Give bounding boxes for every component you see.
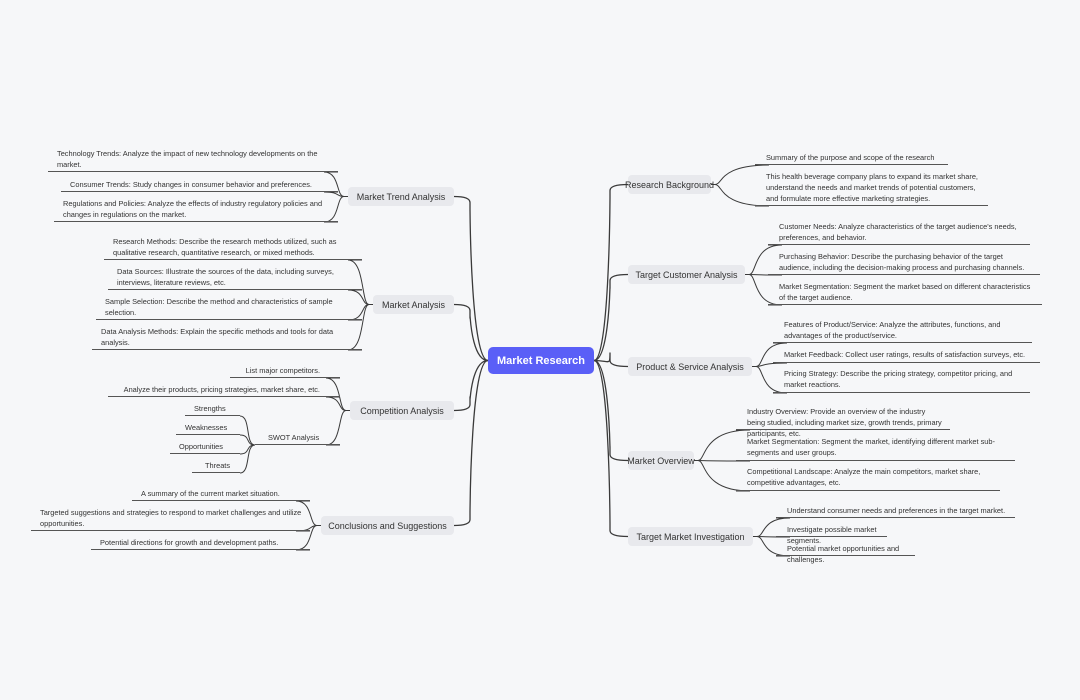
leaf-swot-weaknesses[interactable]: Weaknesses [176,421,240,435]
leaf-swot-threats[interactable]: Threats [192,459,240,473]
leaf-connector [239,415,256,446]
leaf-market-opportunities[interactable]: Potential market opportunities and chall… [776,542,915,564]
leaf-market-segmentation-audience[interactable]: Market Segmentation: Segment the market … [768,280,1042,305]
leaf-data-sources[interactable]: Data Sources: Illustrate the sources of … [108,265,362,290]
leaf-connector [752,362,788,367]
leaf-pricing-strategy[interactable]: Pricing Strategy: Describe the pricing s… [773,367,1030,393]
leaf-market-feedback[interactable]: Market Feedback: Collect user ratings, r… [773,348,1040,363]
leaf-research-methods[interactable]: Research Methods: Describe the research … [104,235,362,260]
leaf-research-summary[interactable]: Summary of the purpose and scope of the … [755,151,948,165]
branch-connector [593,359,629,538]
branch-connector [593,359,629,462]
leaf-sample-selection[interactable]: Sample Selection: Describe the method an… [96,295,362,320]
leaf-investigate-segments[interactable]: Investigate possible market segments. [776,523,887,545]
branch-connector [593,183,629,362]
leaf-growth-directions[interactable]: Potential directions for growth and deve… [91,536,310,550]
branch-product-service-analysis[interactable]: Product & Service Analysis [628,357,752,376]
leaf-regulations-policies[interactable]: Regulations and Policies: Analyze the ef… [54,197,338,222]
leaf-connector [239,434,256,446]
branch-connector [453,303,489,362]
branch-target-market-investigation[interactable]: Target Market Investigation [628,527,753,546]
branch-connector [453,359,489,412]
branch-research-background[interactable]: Research Background [625,175,714,194]
leaf-targeted-suggestions[interactable]: Targeted suggestions and strategies to r… [31,506,310,531]
leaf-understand-consumer-needs[interactable]: Understand consumer needs and preference… [776,504,1015,518]
branch-connector [453,359,489,527]
branch-market-trend-analysis[interactable]: Market Trend Analysis [348,187,454,206]
branch-competition-analysis[interactable]: Competition Analysis [350,401,454,420]
leaf-analyze-products[interactable]: Analyze their products, pricing strategi… [108,383,340,397]
leaf-connector [239,444,256,474]
leaf-consumer-trends[interactable]: Consumer Trends: Study changes in consum… [61,178,338,192]
leaf-market-segmentation-groups[interactable]: Market Segmentation: Segment the market,… [736,435,1015,461]
leaf-competitional-landscape[interactable]: Competitional Landscape: Analyze the mai… [736,465,1000,491]
branch-connector [453,195,489,362]
branch-target-customer-analysis[interactable]: Target Customer Analysis [628,265,745,284]
branch-market-analysis[interactable]: Market Analysis [373,295,454,314]
leaf-product-features[interactable]: Features of Product/Service: Analyze the… [773,318,1032,343]
root-topic-market-research[interactable]: Market Research [488,347,594,374]
leaf-swot-opportunities[interactable]: Opportunities [170,440,240,454]
leaf-list-major-competitors[interactable]: List major competitors. [230,364,340,378]
branch-connector [593,352,629,368]
leaf-customer-needs[interactable]: Customer Needs: Analyze characteristics … [768,220,1030,245]
leaf-connector [239,444,256,455]
leaf-purchasing-behavior[interactable]: Purchasing Behavior: Describe the purcha… [768,250,1040,275]
leaf-swot-analysis[interactable]: SWOT Analysis [255,431,340,445]
leaf-industry-overview[interactable]: Industry Overview: Provide an overview o… [736,405,950,438]
branch-conclusions-and-suggestions[interactable]: Conclusions and Suggestions [321,516,454,535]
leaf-connector [325,396,350,411]
branch-connector [593,273,629,362]
leaf-connector [323,191,348,197]
leaf-swot-strengths[interactable]: Strengths [185,402,240,416]
leaf-company-plan[interactable]: This health beverage company plans to ex… [755,170,988,206]
leaf-data-analysis-methods[interactable]: Data Analysis Methods: Explain the speci… [92,325,362,350]
branch-market-overview[interactable]: Market Overview [627,451,695,470]
leaf-technology-trends[interactable]: Technology Trends: Analyze the impact of… [48,147,338,172]
leaf-market-summary[interactable]: A summary of the current market situatio… [132,487,310,501]
